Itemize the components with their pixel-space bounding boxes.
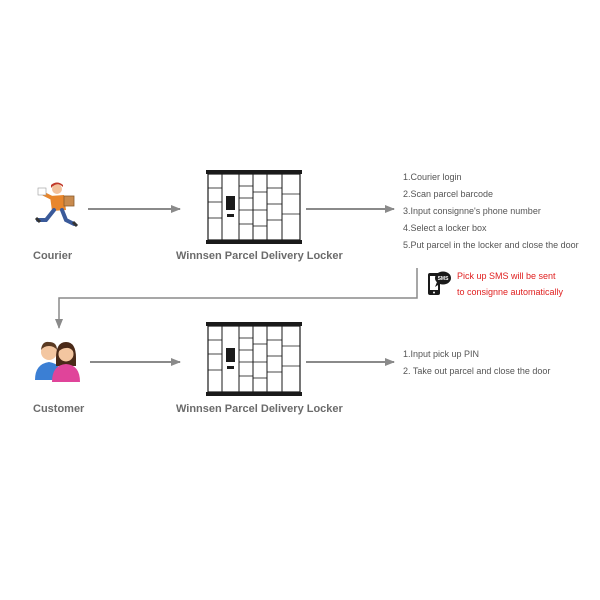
customer-label: Customer: [33, 403, 85, 415]
courier-steps-list: 1.Courier login 2.Scan parcel barcode 3.…: [403, 169, 579, 254]
courier-step-4: 4.Select a locker box: [403, 223, 487, 233]
bottom-locker-label: Winnsen Parcel Delivery Locker: [176, 403, 343, 415]
parcel-locker-icon: [206, 322, 302, 396]
courier-label: Courier: [33, 250, 73, 262]
sms-notice: Pick up SMS will be sent to consignne au…: [457, 268, 563, 300]
courier-running-icon: [30, 180, 82, 228]
phone-sms-icon: SMS: [426, 269, 452, 297]
parcel-locker-icon: [206, 170, 302, 244]
customer-steps-list: 1.Input pick up PIN 2. Take out parcel a…: [403, 346, 550, 380]
courier-step-5: 5.Put parcel in the locker and close the…: [403, 240, 579, 250]
courier-step-3: 3.Input consignne's phone number: [403, 206, 541, 216]
sms-notice-line-1: Pick up SMS will be sent: [457, 271, 556, 281]
courier-step-2: 2.Scan parcel barcode: [403, 189, 494, 199]
customer-step-1: 1.Input pick up PIN: [403, 349, 480, 359]
top-locker-label: Winnsen Parcel Delivery Locker: [176, 250, 343, 262]
customer-couple-icon: [32, 338, 82, 382]
sms-notice-line-2: to consignne automatically: [457, 287, 564, 297]
sms-badge-text: SMS: [438, 276, 450, 282]
connector-line: [55, 268, 418, 329]
courier-step-1: 1.Courier login: [403, 172, 462, 182]
customer-step-2: 2. Take out parcel and close the door: [403, 366, 551, 376]
